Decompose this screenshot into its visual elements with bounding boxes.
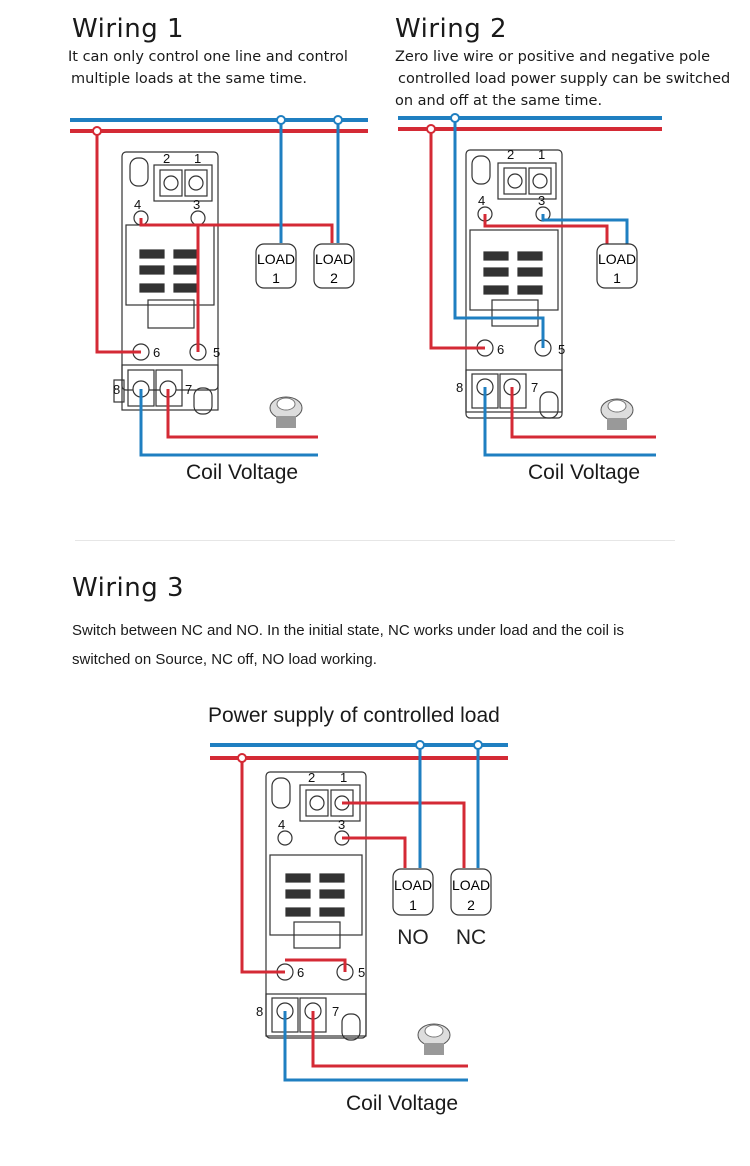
load-2: LOAD 2 NC [450,868,492,949]
load-2-tag: NC [456,926,486,949]
terminal-6: 6 [153,345,160,360]
terminal-2: 2 [163,151,170,166]
terminal-5: 5 [558,342,565,357]
wiring3-red-wires [240,758,468,1068]
wiring2-desc-line2: controlled load power supply can be swit… [398,71,731,87]
wiring1-diagram: 2 1 4 3 6 5 8 7 LOAD 1 LOAD 2 [70,115,368,457]
terminal-numbers: 2 1 4 3 6 5 8 7 [456,147,565,395]
terminal-1: 1 [538,147,545,162]
load-1-label: LOAD [257,251,295,267]
wiring3-desc-line2: switched on Source, NC off, NO load work… [72,651,377,668]
terminal-5: 5 [358,965,365,980]
load-1-tag: NO [397,926,429,949]
load-1-label: LOAD [394,877,432,893]
wiring3-supply-label: Power supply of controlled load [208,704,500,727]
wiring1-desc-line2: multiple loads at the same time. [71,71,308,87]
wiring3-caption: Coil Voltage [346,1092,459,1115]
load-2-label: LOAD [452,877,490,893]
load-1-number: 1 [272,270,280,286]
load-2-label: LOAD [315,251,353,267]
wiring3-desc-line1: Switch between NC and NO. In the initial… [72,622,624,639]
load-1: LOAD 1 [255,243,297,289]
push-button-icon [269,396,303,428]
terminal-8: 8 [256,1004,263,1019]
terminal-3: 3 [538,193,545,208]
load-1: LOAD 1 [596,243,638,289]
wiring2-description: Zero live wire or positive and negative … [395,46,730,112]
load-1: LOAD 1 NO [392,868,434,949]
wiring2-blue-wires [453,118,656,457]
terminal-7: 7 [531,380,538,395]
terminal-numbers: 2 1 4 3 6 5 8 7 [256,770,365,1019]
relay-socket [265,771,367,1041]
terminal-3: 3 [193,197,200,212]
wiring2-desc-line1: Zero live wire or positive and negative … [395,49,711,65]
relay-socket [465,149,563,419]
terminal-4: 4 [278,817,285,832]
wiring2-red-wires [429,129,656,439]
wiring3-description: Switch between NC and NO. In the initial… [72,616,624,674]
terminal-4: 4 [134,197,141,212]
wiring1-blue-wires [139,120,340,457]
wiring1-red-wires [95,131,334,439]
wiring2-diagram: 2 1 4 3 6 5 8 7 LOAD 1 [398,113,662,457]
terminal-3: 3 [338,817,345,832]
terminal-6: 6 [297,965,304,980]
terminal-7: 7 [332,1004,339,1019]
terminal-4: 4 [478,193,485,208]
terminal-1: 1 [194,151,201,166]
terminal-numbers: 2 1 4 3 6 5 8 7 [113,151,220,397]
terminal-2: 2 [507,147,514,162]
wiring2-desc-line3: on and off at the same time. [395,93,603,109]
terminal-5: 5 [213,345,220,360]
terminal-8: 8 [456,380,463,395]
terminal-7: 7 [185,382,192,397]
load-2: LOAD 2 [313,243,355,289]
wiring1-description: It can only control one line and control… [68,46,348,90]
terminal-8: 8 [113,382,120,397]
wiring2-title: Wiring 2 [395,14,508,44]
wiring1-caption: Coil Voltage [186,461,299,484]
terminal-6: 6 [497,342,504,357]
wiring2-caption: Coil Voltage [528,461,641,484]
wiring3-title: Wiring 3 [72,573,185,603]
relay-socket [113,151,219,415]
load-2-number: 2 [330,270,338,286]
load-2-number: 2 [467,897,475,913]
wiring3-blue-wires [283,745,480,1082]
push-button-icon [600,398,634,430]
wiring1-title: Wiring 1 [72,14,185,44]
load-1-number: 1 [613,270,621,286]
terminal-2: 2 [308,770,315,785]
load-1-number: 1 [409,897,417,913]
push-button-icon [417,1023,451,1055]
terminal-1: 1 [340,770,347,785]
section-divider [75,540,675,541]
wiring1-desc-line1: It can only control one line and control [68,49,348,65]
load-1-label: LOAD [598,251,636,267]
